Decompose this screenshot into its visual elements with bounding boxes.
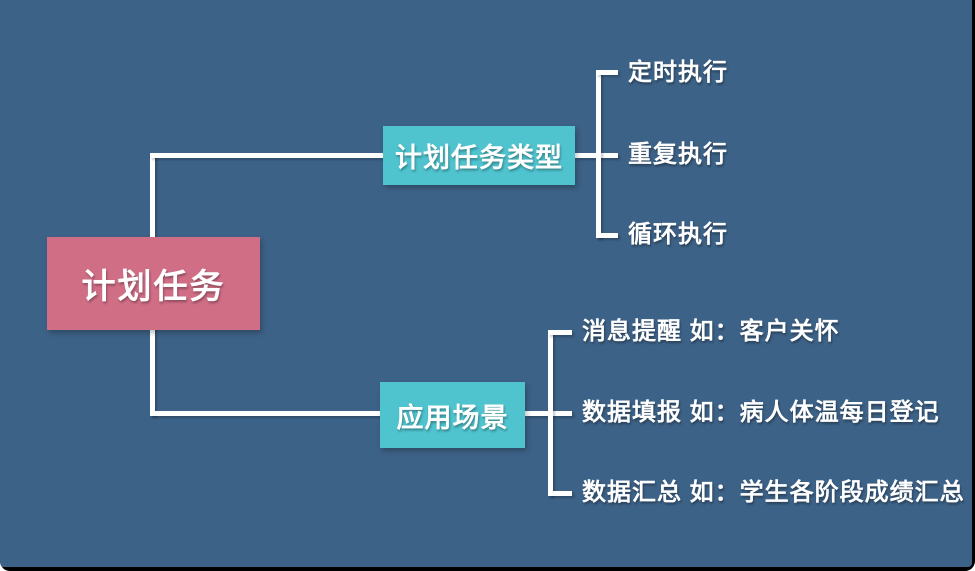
node-root-label: 计划任务 [81, 268, 226, 306]
connector-root-to-task-types [150, 153, 383, 158]
connector-tick-data-summary [548, 491, 572, 496]
node-leaf-message-reminder[interactable]: 消息提醒 如：客户关怀 [582, 318, 840, 345]
node-branch-use-cases-label: 应用场景 [396, 402, 509, 433]
connector-root-to-use-cases [150, 411, 380, 416]
node-leaf-loop-execution[interactable]: 循环执行 [628, 221, 728, 248]
node-branch-task-types-label: 计划任务类型 [395, 143, 563, 173]
node-leaf-data-summary[interactable]: 数据汇总 如：学生各阶段成绩汇总 [582, 479, 965, 506]
node-root[interactable]: 计划任务 [47, 237, 260, 330]
connector-tick-message-reminder [548, 330, 572, 335]
connector-task-types-vertical [596, 70, 601, 238]
connector-use-cases-vertical [548, 330, 553, 496]
node-leaf-repeat-execution[interactable]: 重复执行 [628, 141, 728, 168]
node-branch-use-cases[interactable]: 应用场景 [380, 382, 525, 448]
node-leaf-data-filling[interactable]: 数据填报 如：病人体温每日登记 [582, 399, 940, 426]
connector-tick-loop-execution [596, 233, 618, 238]
node-branch-task-types[interactable]: 计划任务类型 [383, 126, 575, 185]
node-leaf-timed-execution[interactable]: 定时执行 [628, 59, 728, 86]
connector-tick-timed-execution [596, 70, 618, 75]
